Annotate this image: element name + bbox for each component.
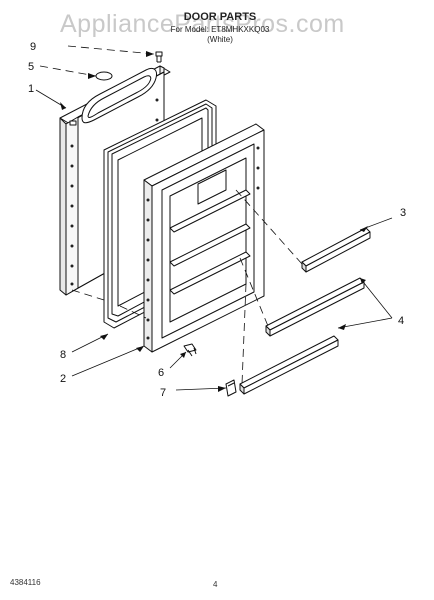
callout-8: 8 (60, 349, 66, 361)
document-number: 4384116 (10, 578, 41, 587)
screw-part (155, 51, 163, 63)
middle-shelf-rail (265, 277, 365, 337)
model-subtitle: For Model: ET8MHKXKQ03 (170, 25, 270, 34)
plug-button-part (95, 71, 113, 81)
page-title: DOOR PARTS (183, 11, 257, 23)
callout-7: 7 (160, 387, 166, 399)
bottom-shelf-rail (239, 335, 339, 395)
color-subtitle: (White) (207, 35, 233, 44)
top-shelf-rail (301, 227, 371, 273)
watermark: AppliancePartsPros.com (60, 10, 345, 38)
callout-9: 9 (30, 41, 36, 53)
page-number: 4 (213, 580, 218, 589)
callout-2: 2 (60, 373, 66, 385)
end-cap-part (225, 379, 237, 397)
bolt-part (183, 343, 197, 357)
callout-3: 3 (400, 207, 406, 219)
callout-1: 1 (28, 83, 34, 95)
callout-4: 4 (398, 315, 404, 327)
callout-6: 6 (158, 367, 164, 379)
callout-5: 5 (28, 61, 34, 73)
